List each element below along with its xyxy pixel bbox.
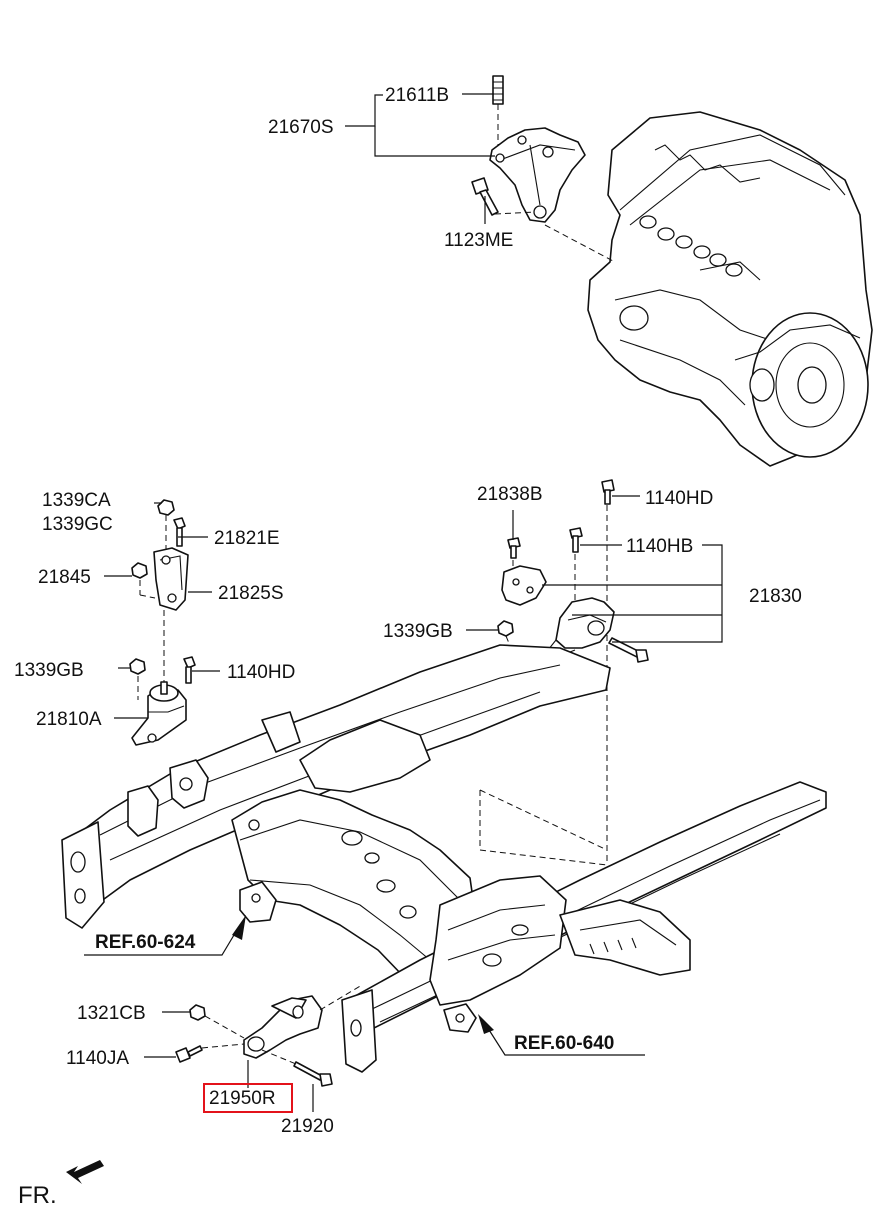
alignment-dashed-lines xyxy=(479,789,608,866)
label-1123ME: 1123ME xyxy=(444,230,513,251)
front-arrow-icon xyxy=(66,1160,104,1184)
label-fr: FR. xyxy=(18,1182,57,1209)
label-1140JA: 1140JA xyxy=(66,1048,129,1069)
label-21825S: 21825S xyxy=(218,583,284,604)
label-1339GC: 1339GC xyxy=(42,514,113,535)
label-1339CA: 1339CA xyxy=(42,490,111,511)
stud-bolt-21611B xyxy=(492,75,504,145)
rear-roll-mount-21950R xyxy=(175,984,363,1087)
leader-lines xyxy=(84,93,723,1112)
highlight-box-21950R xyxy=(203,1083,293,1113)
label-21821E: 21821E xyxy=(214,528,280,549)
label-1140HD-left: 1140HD xyxy=(227,662,295,683)
label-21611B: 21611B xyxy=(385,85,449,106)
engine-mount-bracket-21670S xyxy=(489,127,586,223)
label-21950R[interactable]: 21950R xyxy=(209,1088,276,1109)
label-21670S: 21670S xyxy=(268,117,334,138)
label-21830: 21830 xyxy=(749,586,802,607)
label-ref-60-624: REF.60-624 xyxy=(95,932,196,953)
label-21845: 21845 xyxy=(38,567,91,588)
label-1339GB-right: 1339GB xyxy=(383,621,453,642)
label-ref-60-640: REF.60-640 xyxy=(514,1033,614,1054)
label-21838B: 21838B xyxy=(477,484,543,505)
front-direction-indicator: FR. xyxy=(18,1160,104,1209)
part-number-labels: 21611B 21670S 1123ME 1339CA 1339GC 21821… xyxy=(14,85,802,1137)
label-21920: 21920 xyxy=(281,1116,334,1137)
engine-block-illustration xyxy=(587,111,873,467)
label-1140HB: 1140HB xyxy=(626,536,693,557)
subframe-and-side-members xyxy=(61,644,827,1073)
label-21810A: 21810A xyxy=(36,709,102,730)
label-1339GB-left: 1339GB xyxy=(14,660,84,681)
label-1140HD-right: 1140HD xyxy=(645,488,713,509)
label-1321CB: 1321CB xyxy=(77,1003,146,1024)
